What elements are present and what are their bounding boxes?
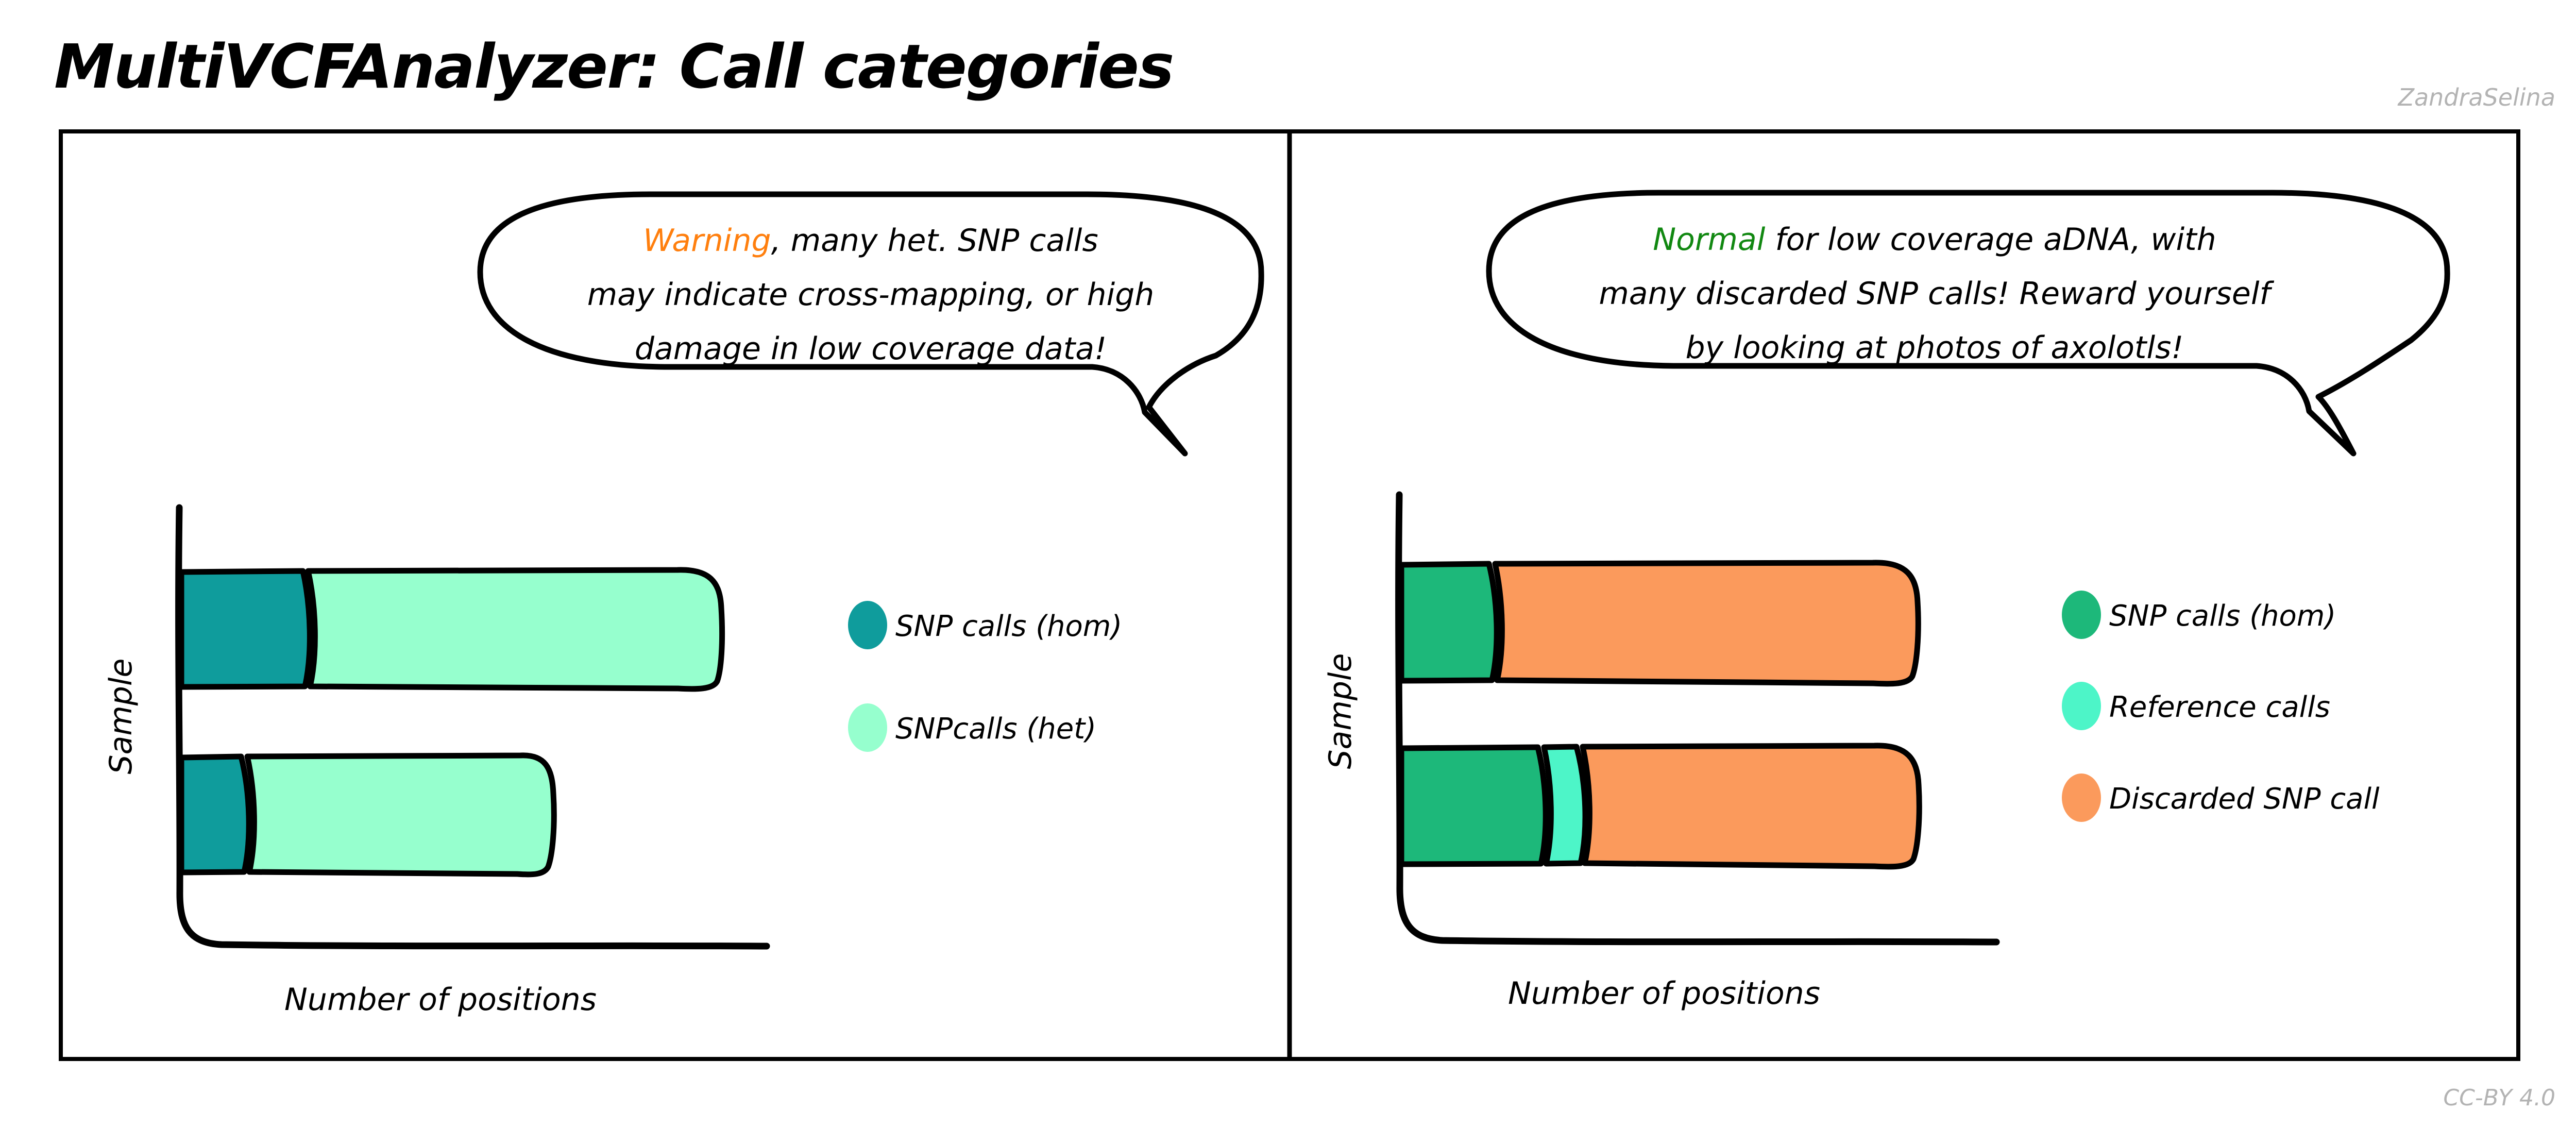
bubble-line-1-rest: for low coverage aDNA, with (1765, 222, 2216, 258)
bar-segment-hom (1398, 561, 1500, 684)
bubble-line-2: many discarded SNP calls! Reward yoursel… (1599, 276, 2274, 312)
bar-group-sample-1 (1398, 560, 1921, 687)
bar-segment-het (305, 567, 725, 692)
legend-label: SNP calls (hom) (2109, 599, 2336, 633)
speech-bubble-left: Warning, many het. SNP calls may indicat… (477, 191, 1264, 457)
bubble-line-3: damage in low coverage data! (635, 331, 1107, 367)
legend-label: SNP calls (hom) (895, 610, 1122, 643)
legend-item[interactable]: Reference calls (2062, 682, 2330, 730)
panel-right: Normal for low coverage aDNA, with many … (1323, 190, 2450, 1012)
bar-segment-reference (1541, 744, 1588, 867)
page-title: MultiVCFAnalyzer: Call categories (54, 31, 1173, 102)
legend-swatch-icon (2062, 773, 2101, 822)
legend-swatch-icon (2062, 591, 2101, 639)
legend-right: SNP calls (hom) Reference calls Discarde… (2062, 591, 2380, 822)
legend-swatch-icon (2062, 682, 2101, 730)
legend-label: Reference calls (2109, 691, 2330, 724)
bar-segment-discarded (1492, 560, 1921, 687)
x-axis-label: Number of positions (284, 982, 597, 1018)
bar-group-sample-2 (178, 752, 557, 878)
bubble-line-1-rest: , many het. SNP calls (771, 223, 1098, 259)
bubble-highlight: Normal (1653, 222, 1765, 258)
legend-left: SNP calls (hom) SNPcalls (het) (848, 601, 1122, 752)
bubble-line-1: Warning, many het. SNP calls (643, 223, 1098, 259)
bar-segment-hom (178, 753, 252, 876)
legend-label: Discarded SNP call (2109, 782, 2380, 816)
legend-swatch-icon (848, 601, 887, 649)
bar-group-sample-2 (1398, 743, 1922, 870)
bar-segment-hom (1398, 744, 1549, 867)
legend-swatch-icon (848, 703, 887, 752)
bubble-line-2: may indicate cross-mapping, or high (587, 277, 1155, 313)
bubble-highlight: Warning (643, 223, 771, 259)
bar-segment-hom (178, 568, 313, 690)
bar-segment-het (244, 752, 557, 878)
panel-left: Warning, many het. SNP calls may indicat… (103, 191, 1264, 1018)
bubble-line-1: Normal for low coverage aDNA, with (1653, 222, 2216, 258)
y-axis-label: Sample (1323, 653, 1359, 769)
x-axis-label: Number of positions (1508, 975, 1820, 1012)
y-axis-label: Sample (103, 659, 139, 775)
legend-item[interactable]: SNP calls (hom) (2062, 591, 2336, 639)
legend-item[interactable]: SNP calls (hom) (848, 601, 1122, 649)
legend-item[interactable]: Discarded SNP call (2062, 773, 2380, 822)
bubble-line-3: by looking at photos of axolotls! (1686, 330, 2184, 366)
license-label: CC-BY 4.0 (2443, 1085, 2555, 1111)
credit-label: ZandraSelina (2397, 83, 2555, 111)
speech-bubble-right: Normal for low coverage aDNA, with many … (1486, 190, 2450, 457)
bar-segment-discarded (1580, 743, 1922, 870)
legend-item[interactable]: SNPcalls (het) (848, 703, 1096, 752)
bar-group-sample-1 (178, 567, 725, 692)
legend-label: SNPcalls (het) (895, 712, 1096, 746)
